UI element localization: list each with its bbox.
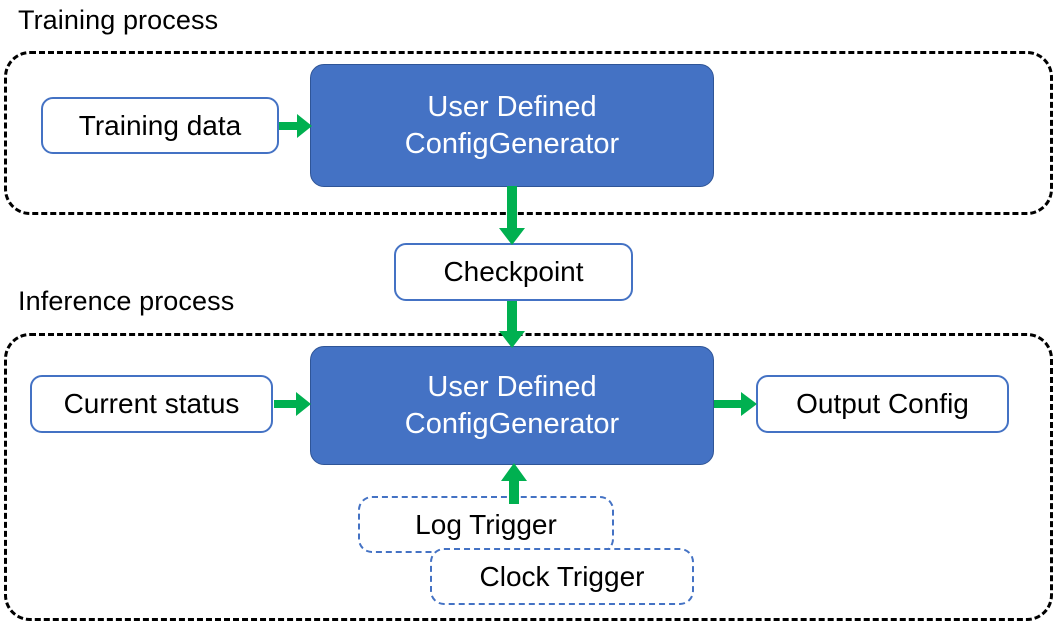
arrow-triggers-to-generator: [500, 463, 528, 505]
arrow-checkpoint-to-inference-generator: [498, 301, 526, 349]
arrow-generator-to-checkpoint: [498, 186, 526, 246]
training-config-generator-node[interactable]: User Defined ConfigGenerator: [310, 64, 714, 187]
arrow-generator-to-output-config: [714, 390, 758, 418]
inference-config-generator-node[interactable]: User Defined ConfigGenerator: [310, 346, 714, 465]
checkpoint-node[interactable]: Checkpoint: [394, 243, 633, 301]
training-process-group: [4, 51, 1053, 215]
inference-process-heading: Inference process: [18, 286, 235, 316]
inference-process-group: [4, 333, 1053, 621]
training-config-generator-line1: User Defined: [427, 90, 597, 123]
training-config-generator-line2: ConfigGenerator: [404, 127, 620, 160]
current-status-node[interactable]: Current status: [30, 375, 273, 433]
arrow-training-data-to-generator: [279, 112, 313, 140]
log-trigger-node[interactable]: Log Trigger: [358, 496, 614, 553]
training-process-heading: Training process: [18, 5, 219, 35]
clock-trigger-node[interactable]: Clock Trigger: [430, 548, 694, 605]
output-config-node[interactable]: Output Config: [756, 375, 1009, 433]
inference-config-generator-line2: ConfigGenerator: [404, 407, 620, 440]
arrow-current-status-to-generator: [274, 390, 312, 418]
inference-config-generator-line1: User Defined: [427, 370, 597, 403]
training-data-node[interactable]: Training data: [41, 97, 279, 154]
